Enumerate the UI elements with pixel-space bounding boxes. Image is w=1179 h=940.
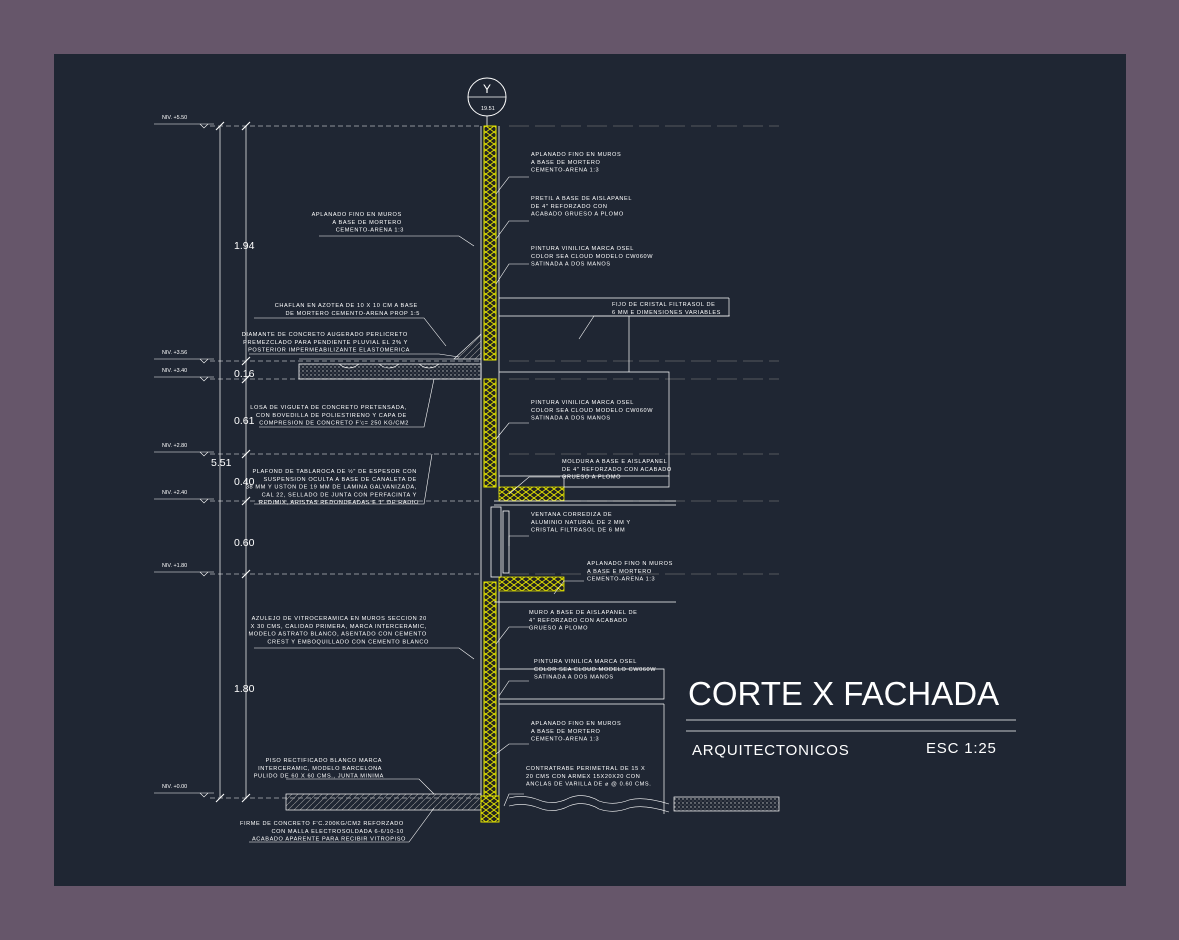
note-left: PLAFOND DE TABLAROCA DE ½" DE ESPESOR CO…	[246, 468, 419, 506]
cad-viewport[interactable]: Y 19.51 NIV. +5.50 NIV. +3.56 NIV. +3.40…	[54, 54, 1126, 886]
dimension-value: 0.16	[234, 368, 255, 380]
level-tags: NIV. +5.50 NIV. +3.56 NIV. +3.40 NIV. +2…	[154, 115, 214, 798]
perimeter-beam	[480, 795, 500, 823]
note-right: PINTURA VINILICA MARCA OSEL COLOR SEA CL…	[534, 659, 658, 681]
level-label: NIV. +3.56	[162, 350, 187, 356]
level-label: NIV. +2.80	[162, 443, 187, 449]
notes-right: APLANADO FINO EN MUROS A BASE DE MORTERO…	[526, 152, 721, 788]
roof-slab	[298, 333, 482, 380]
notes-left: APLANADO FINO EN MUROS A BASE DE MORTERO…	[240, 212, 430, 843]
dimension-values: 1.94 0.16 0.61 0.40 0.60 1.80 5.51	[211, 240, 255, 695]
ground-floor	[285, 793, 780, 823]
axis-marker: Y 19.51	[467, 77, 507, 126]
note-right: MOLDURA A BASE E AISLAPANEL DE 4" REFORZ…	[562, 459, 674, 481]
note-left: AZULEJO DE VITROCERAMICA EN MUROS SECCIO…	[249, 616, 430, 645]
level-label: NIV. +0.00	[162, 784, 187, 790]
level-label: NIV. +1.80	[162, 563, 187, 569]
note-right: APLANADO FINO N MUROS A BASE E MORTERO C…	[587, 561, 675, 583]
exterior-ground	[673, 796, 780, 812]
dimension-value: 1.94	[234, 240, 255, 252]
reference-lines	[509, 125, 779, 575]
level-tag: NIV. +2.40	[154, 490, 214, 504]
note-right: FIJO DE CRISTAL FILTRASOL DE 6 MM E DIME…	[612, 302, 721, 316]
drawing-subtitle: ARQUITECTONICOS	[692, 742, 850, 759]
level-tag: NIV. +1.80	[154, 563, 214, 577]
note-left: PISO RECTIFICADO BLANCO MARCA INTERCERAM…	[254, 758, 384, 780]
axis-value: 19.51	[481, 106, 495, 112]
note-left: FIRME DE CONCRETO F'C.200KG/CM2 REFORZAD…	[240, 821, 406, 843]
level-tag: NIV. +3.56	[154, 350, 214, 364]
dimension-total: 5.51	[211, 457, 232, 469]
dimension-value: 0.40	[234, 476, 255, 488]
note-right: PRETIL A BASE DE AISLAPANEL DE 4" REFORZ…	[531, 196, 634, 218]
facade-wall	[480, 125, 500, 823]
dimension-value: 1.80	[234, 683, 255, 695]
dimension-value: 0.60	[234, 537, 255, 549]
axis-letter: Y	[483, 82, 491, 96]
cornice-lower	[494, 576, 676, 603]
note-left: APLANADO FINO EN MUROS A BASE DE MORTERO…	[312, 212, 404, 234]
wall-upper-insulation	[483, 378, 497, 488]
level-tag: NIV. +5.50	[154, 115, 214, 129]
level-tag: NIV. +0.00	[154, 784, 214, 798]
dimension-chain	[210, 121, 479, 803]
level-label: NIV. +3.40	[162, 368, 187, 374]
level-tag: NIV. +3.40	[154, 368, 214, 382]
title-block	[686, 719, 1016, 732]
note-right: PINTURA VINILICA MARCA OSEL COLOR SEA CL…	[531, 400, 655, 422]
note-right: APLANADO FINO EN MUROS A BASE DE MORTERO…	[531, 152, 623, 174]
parapet-insulation	[483, 125, 497, 361]
level-label: NIV. +2.40	[162, 490, 187, 496]
note-right: VENTANA CORREDIZA DE ALUMINIO NATURAL DE…	[531, 512, 633, 534]
level-tag: NIV. +2.80	[154, 443, 214, 457]
wall-lower-insulation	[483, 581, 497, 823]
note-left: DIAMANTE DE CONCRETO AUGERADO PERLICRETO…	[242, 332, 410, 354]
note-right: MURO A BASE DE AISLAPANEL DE 4" REFORZAD…	[529, 610, 640, 632]
note-right: APLANADO FINO EN MUROS A BASE DE MORTERO…	[531, 721, 623, 743]
drawing-scale: ESC 1:25	[926, 740, 997, 757]
cornice-upper	[494, 486, 676, 506]
window-frame	[490, 506, 510, 578]
level-label: NIV. +5.50	[162, 115, 187, 121]
leaders	[249, 176, 730, 843]
dimension-value: 0.61	[234, 415, 255, 427]
note-left: CHAFLAN EN AZOTEA DE 10 X 10 CM A BASE D…	[275, 303, 420, 317]
note-right: PINTURA VINILICA MARCA OSEL COLOR SEA CL…	[531, 246, 655, 268]
drawing-title: CORTE X FACHADA	[688, 675, 999, 712]
note-right: CONTRATRABE PERIMETRAL DE 15 X 20 CMS CO…	[526, 766, 651, 788]
note-left: LOSA DE VIGUETA DE CONCRETO PRETENSADA, …	[250, 405, 409, 427]
section-drawing: Y 19.51 NIV. +5.50 NIV. +3.56 NIV. +3.40…	[154, 77, 1016, 843]
